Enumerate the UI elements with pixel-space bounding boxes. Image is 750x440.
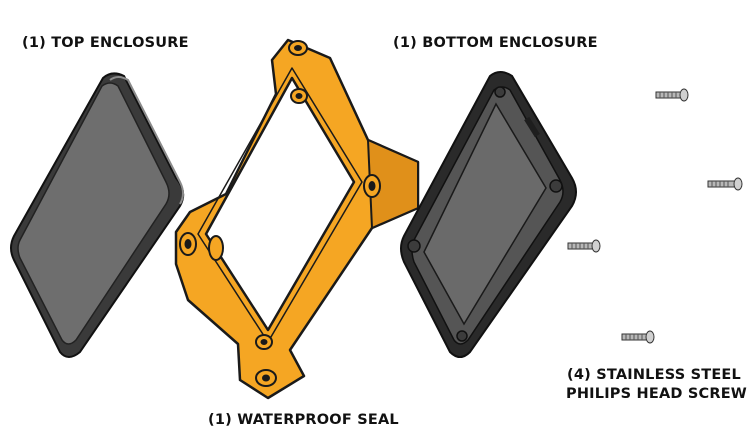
top-enclosure-label: (1) TOP ENCLOSURE bbox=[22, 35, 189, 51]
screw-label: (4) STAINLESS STEEL PHILIPS HEAD SCREW bbox=[566, 366, 748, 404]
screw bbox=[621, 330, 655, 344]
screw bbox=[567, 239, 601, 253]
bottom-enclosure-label: (1) BOTTOM ENCLOSURE bbox=[393, 35, 598, 51]
screw-label-line2: PHILIPS HEAD SCREW bbox=[566, 386, 748, 402]
screw-label-line1: (4) STAINLESS STEEL bbox=[567, 367, 741, 383]
top-enclosure bbox=[10, 72, 185, 358]
bottom-enclosure bbox=[400, 71, 577, 358]
waterproof-seal-label: (1) WATERPROOF SEAL bbox=[208, 412, 399, 428]
screw bbox=[655, 88, 689, 102]
waterproof-seal bbox=[174, 38, 420, 400]
screw bbox=[707, 177, 743, 191]
